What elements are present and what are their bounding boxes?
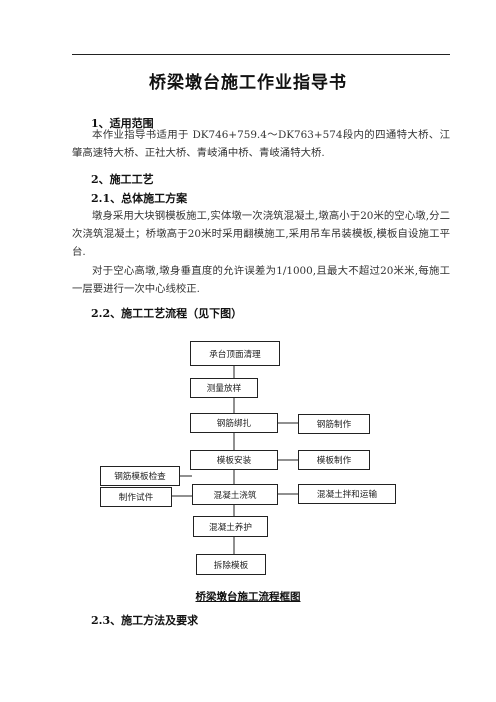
flow-side-concrete-mixing: 混凝土拌和运输 bbox=[298, 484, 396, 504]
section-2-3-heading: 2.3、施工方法及要求 bbox=[91, 614, 199, 627]
section-2-heading: 2、施工工艺 bbox=[91, 173, 154, 186]
section-1-paragraph: 本作业指导书适用于 DK746+759.4～DK763+574段内的四通特大桥、… bbox=[72, 129, 450, 159]
flow-step-cap-cleaning: 承台顶面清理 bbox=[190, 341, 280, 366]
section-2-2-heading: 2.2、施工工艺流程（见下图） bbox=[91, 307, 243, 320]
flow-side-rebar-making: 钢筋制作 bbox=[298, 414, 370, 434]
section-2-1-paragraph-1: 墩身采用大块钢模板施工,实体墩一次浇筑混凝土,墩高小于20米的空心墩,分二次浇筑… bbox=[72, 210, 450, 258]
flow-step-concrete-curing: 混凝土养护 bbox=[193, 516, 268, 537]
header-rule bbox=[72, 54, 450, 55]
section-2-1-paragraph-2: 对于空心高墩,墩身垂直度的允许误差为1/1000,且最大不超过20米米,每施工一… bbox=[72, 265, 450, 295]
flow-step-rebar-binding: 钢筋绑扎 bbox=[190, 413, 278, 433]
flow-side-formwork-making: 模板制作 bbox=[298, 450, 370, 470]
flow-step-formwork-install: 模板安装 bbox=[190, 450, 278, 470]
flow-side-test-specimens: 制作试件 bbox=[100, 487, 172, 507]
flow-step-survey: 测量放样 bbox=[190, 378, 258, 398]
document-title: 桥梁墩台施工作业指导书 bbox=[149, 73, 347, 93]
flow-step-remove-formwork: 拆除模板 bbox=[196, 554, 266, 575]
flow-side-inspection: 钢筋模板检查 bbox=[100, 466, 180, 486]
section-2-1-heading: 2.1、总体施工方案 bbox=[91, 192, 188, 205]
flowchart-caption: 桥梁墩台施工流程框图 bbox=[195, 591, 301, 603]
section-1-heading: 1、适用范围 bbox=[91, 117, 154, 130]
flow-step-concrete-pour: 混凝土浇筑 bbox=[192, 484, 278, 505]
